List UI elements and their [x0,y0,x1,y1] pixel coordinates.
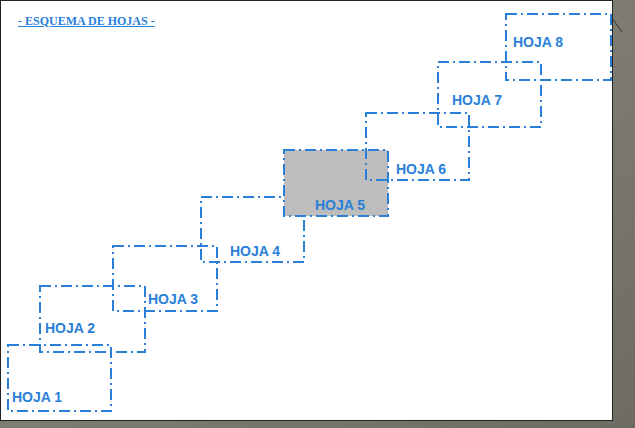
sheet-border [40,286,145,352]
sheet-box: HOJA 1 [7,344,112,412]
sheet-border [438,62,541,127]
sheet-label: HOJA 6 [396,161,446,177]
title-text: - ESQUEMA DE HOJAS - [18,14,155,28]
sheet-border [8,345,111,411]
sheet-label: HOJA 5 [315,197,365,213]
sheet-box: HOJA 7 [437,61,542,128]
sheet-box: HOJA 8 [505,13,612,81]
sheet-label: HOJA 2 [45,320,95,336]
sheet-label: HOJA 1 [12,389,62,405]
map-title: - ESQUEMA DE HOJAS - [18,14,155,28]
sheet-border [366,113,469,180]
sheet-box: HOJA 3 [112,245,218,312]
sheet-label: HOJA 3 [148,291,198,307]
sheet-box: HOJA 5 [283,149,389,217]
sheet-label: HOJA 7 [452,92,502,108]
sheet-box: HOJA 6 [365,112,470,181]
corner-mark [612,18,622,32]
sheet-border [506,14,611,80]
sheet-label: HOJA 4 [230,243,280,259]
sheet-outline [39,285,146,353]
sheet-border [284,150,388,216]
sheet-label: HOJA 8 [513,34,563,50]
sheet-box: HOJA 2 [39,285,146,353]
sheet-panel [1,1,613,421]
